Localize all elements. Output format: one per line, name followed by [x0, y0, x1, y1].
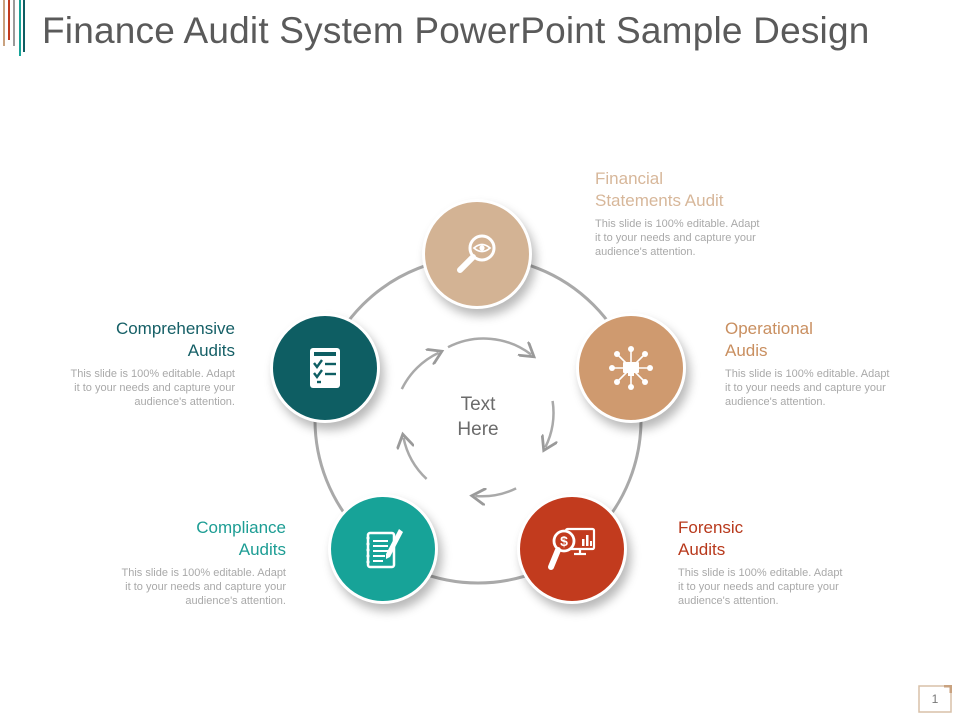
operational-audis-node[interactable]: [576, 313, 686, 423]
page-number: 1: [931, 692, 939, 706]
checklist-icon: [310, 348, 340, 388]
svg-text:$: $: [560, 533, 568, 549]
compliance-audits-node[interactable]: [328, 494, 438, 604]
network-hub-icon: [609, 346, 653, 390]
financial-statements-audit-node[interactable]: [422, 199, 532, 309]
page-title: Finance Audit System PowerPoint Sample D…: [42, 10, 870, 51]
page-number-badge: 1: [918, 685, 952, 713]
title-accent-bars: [3, 0, 25, 56]
center-text: Text Here: [457, 394, 499, 440]
dollar-magnifier-chart-icon: $: [548, 527, 596, 570]
magnifier-eye-icon: [457, 234, 496, 273]
inner-cycle-arrows: [402, 337, 554, 497]
page-number-frame-icon: [918, 685, 952, 713]
forensic-audits-node[interactable]: $: [517, 494, 627, 604]
comprehensive-audits-node[interactable]: [270, 313, 380, 423]
notepad-pen-icon: [366, 529, 403, 569]
